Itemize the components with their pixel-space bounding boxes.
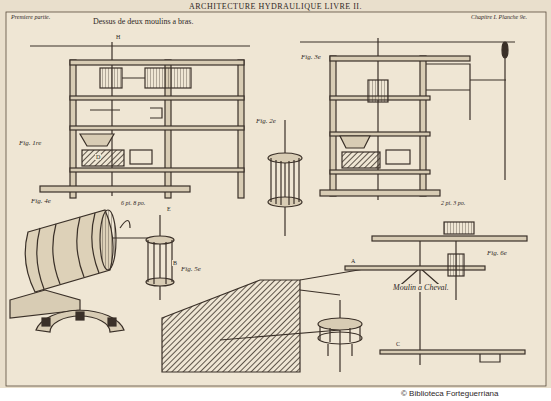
engraving-path [148, 240, 172, 284]
engraving-rect [320, 190, 440, 196]
engraving-path [162, 280, 300, 372]
engraving-ellipse [268, 153, 302, 163]
engraving-rect [330, 56, 470, 61]
engraving-rect [330, 170, 430, 174]
engraving-rect [380, 350, 525, 354]
figure-number: Fig. 5e [180, 266, 202, 273]
dimension-label: 6 pi. 8 po. [120, 200, 146, 206]
engraving-ellipse [318, 318, 362, 330]
engraving-rect [70, 168, 244, 172]
engraving-line [339, 300, 340, 372]
engraving-rect [420, 56, 426, 196]
engraving-path [340, 136, 370, 148]
engraving-rect [6, 12, 546, 386]
figure-heading: Moulin a Cheval. [392, 284, 450, 292]
engraving-rect [42, 318, 50, 326]
engraving-rect [130, 150, 152, 164]
engraving-rect [372, 236, 527, 241]
engraving-line [300, 41, 515, 42]
engraving-rect [0, 388, 551, 401]
credit-watermark: © Biblioteca Forteguerriana [400, 390, 500, 398]
engraving-line [504, 50, 505, 180]
figure-number: Fig. 3e [300, 54, 322, 61]
engraving-path [25, 210, 113, 292]
engraving-rect [145, 68, 191, 88]
plate-title: ARCHITECTURE HYDRAULIQUE LIVRE II. [0, 2, 551, 11]
engraving-ellipse [146, 236, 174, 244]
engraving-line [159, 215, 160, 300]
engraving-path [300, 268, 370, 295]
engraving-g [10, 38, 527, 372]
figure-heading: Dessus de deux moulins a bras. [92, 18, 194, 26]
engraving-rect [70, 126, 244, 130]
engraving-rect [386, 150, 410, 164]
engraving-rect [0, 0, 551, 388]
engraving-rect [70, 96, 244, 100]
engraving-path [80, 134, 114, 146]
engraving-rect [448, 254, 464, 276]
callout-letter: A [350, 258, 356, 264]
engraving-path [37, 213, 99, 289]
engraving-line [30, 45, 250, 46]
engraving-path [90, 78, 162, 118]
plate-part: Premiere partie. [10, 14, 51, 20]
engraving-path [36, 310, 124, 332]
callout-letter: B [172, 260, 178, 266]
dimension-label: 2 pi. 3 po. [440, 200, 466, 206]
figure-number: Fig. 1re [18, 140, 42, 147]
engraving-ellipse [146, 278, 174, 286]
engraving-ellipse [318, 332, 362, 344]
figure-number: Fig. 2e [255, 118, 277, 125]
callout-letter: D [95, 154, 101, 160]
engraving-ellipse [268, 197, 302, 207]
engraving-rect [444, 222, 474, 234]
engraving-path [480, 354, 500, 362]
callout-letter: H [115, 34, 121, 40]
engraving-rect [330, 56, 336, 196]
engraving-rect [82, 150, 124, 166]
callout-letter: E [166, 206, 172, 212]
engraving-path [320, 326, 360, 356]
plate-chapter: Chapitre I. Planche 9e. [470, 14, 528, 20]
callout-letter: C [395, 341, 401, 347]
engraving-path [271, 158, 299, 205]
engraving-rect [108, 318, 116, 326]
engraving-ellipse [502, 42, 508, 58]
engraving-rect [40, 186, 190, 192]
engraving-line [377, 38, 378, 200]
figure-number: Fig. 6e [486, 250, 508, 257]
engraving-ellipse [100, 210, 116, 270]
engraving-line [419, 241, 420, 365]
engraving-rect [100, 68, 122, 88]
engraving-rect [70, 60, 244, 65]
engraving-path [112, 221, 160, 239]
engraving-rect [76, 312, 84, 320]
engraving-rect [342, 152, 380, 168]
engraving-line [284, 120, 285, 236]
engraving-path [426, 64, 506, 120]
engraving-rect [368, 80, 388, 102]
figure-number: Fig. 4e [30, 198, 52, 205]
